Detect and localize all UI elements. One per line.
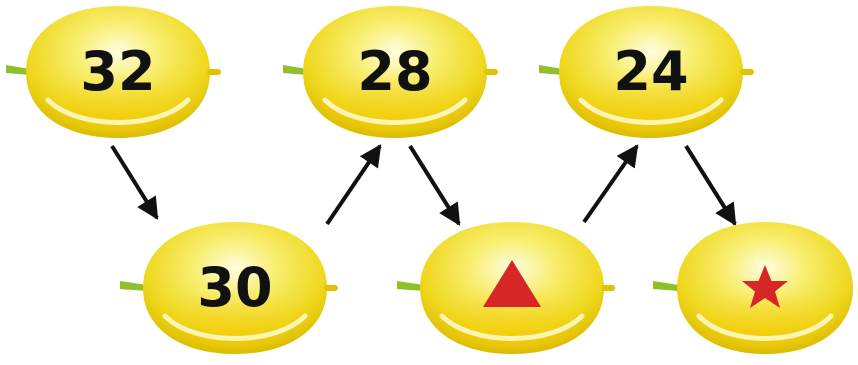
arrow-triangle-to-24 xyxy=(582,144,639,224)
lemon-value: 28 xyxy=(357,40,432,103)
lemon-stem-icon xyxy=(397,281,424,291)
lemon-stem-icon xyxy=(120,281,147,291)
lemon-stem-icon xyxy=(539,65,563,75)
lemon-value: 30 xyxy=(197,256,272,319)
lemon-shade xyxy=(40,56,196,132)
lemon-shade xyxy=(157,272,313,348)
lemon-32: 32 xyxy=(6,6,221,138)
lemon-triangle xyxy=(397,222,615,354)
lemon-highlight xyxy=(322,97,468,125)
lemon-24: 24 xyxy=(539,6,754,138)
lemon-stem-icon xyxy=(653,281,679,291)
arrow-32-to-30 xyxy=(110,144,159,220)
red-star-icon xyxy=(742,265,788,308)
lemon-highlight xyxy=(162,313,308,341)
red-triangle-icon xyxy=(483,260,541,307)
lemon-shade xyxy=(317,56,473,132)
arrow-28-to-triangle xyxy=(408,144,461,226)
lemon-value: 32 xyxy=(80,40,155,103)
lemon-30: 30 xyxy=(120,222,338,354)
lemon-shade xyxy=(691,272,839,348)
arrow-24-to-star xyxy=(684,144,737,226)
arrow-30-to-28 xyxy=(325,144,382,226)
lemon-value: 24 xyxy=(613,40,688,103)
lemon-highlight xyxy=(578,97,724,125)
lemon-shade xyxy=(434,272,590,348)
lemon-shade xyxy=(573,56,729,132)
lemon-stem-icon xyxy=(6,65,30,75)
lemon-stem-icon xyxy=(283,65,307,75)
lemon-highlight xyxy=(45,97,191,125)
lemon-highlight xyxy=(696,313,834,341)
lemon-28: 28 xyxy=(283,6,498,138)
lemon-star xyxy=(653,222,853,354)
arrows-layer xyxy=(110,144,737,226)
lemon-highlight xyxy=(439,313,585,341)
